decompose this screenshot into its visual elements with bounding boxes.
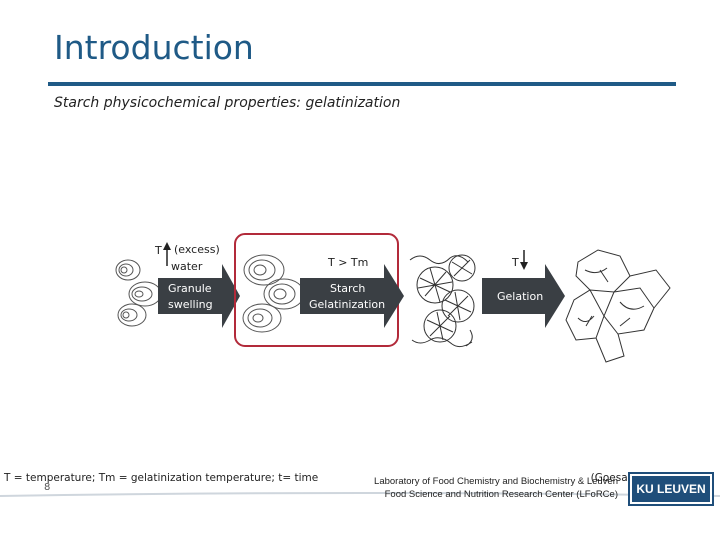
title-rule bbox=[48, 82, 676, 86]
lab-line2: Food Science and Nutrition Research Cent… bbox=[384, 489, 618, 500]
step1-condition-line1: (excess) bbox=[174, 243, 220, 256]
swollen-granules bbox=[242, 254, 305, 333]
step2-label-line2: Gelatinization bbox=[309, 298, 385, 311]
lab-name: Laboratory of Food Chemistry and Biochem… bbox=[340, 475, 618, 501]
slide-subtitle: Starch physicochemical properties: gelat… bbox=[54, 95, 401, 111]
footer-curve bbox=[0, 492, 720, 497]
page-number: 8 bbox=[44, 482, 51, 493]
gelatinized-starch bbox=[409, 254, 476, 348]
step3-condition: T bbox=[511, 256, 519, 269]
native-granules bbox=[115, 259, 162, 327]
step2-label-line1: Starch bbox=[330, 282, 365, 295]
lab-line1: Laboratory of Food Chemistry and Biochem… bbox=[374, 476, 618, 487]
step3-label: Gelation bbox=[497, 290, 543, 303]
legend-footnote: T = temperature; Tm = gelatinization tem… bbox=[4, 472, 319, 484]
arrow-starch-gelatinization bbox=[300, 264, 404, 328]
step2-condition: T > Tm bbox=[327, 256, 368, 269]
ku-leuven-logo: KU LEUVEN bbox=[628, 472, 714, 506]
arrow-gelation bbox=[482, 264, 565, 328]
step1-condition-line2: water bbox=[171, 260, 203, 273]
step1-temp-symbol: T bbox=[154, 244, 162, 257]
step1-label-line1: Granule bbox=[168, 282, 212, 295]
step1-label-line2: swelling bbox=[168, 298, 213, 311]
slide-title: Introduction bbox=[54, 28, 254, 67]
arrow-granule-swelling bbox=[158, 264, 240, 328]
gel-network bbox=[565, 249, 671, 363]
